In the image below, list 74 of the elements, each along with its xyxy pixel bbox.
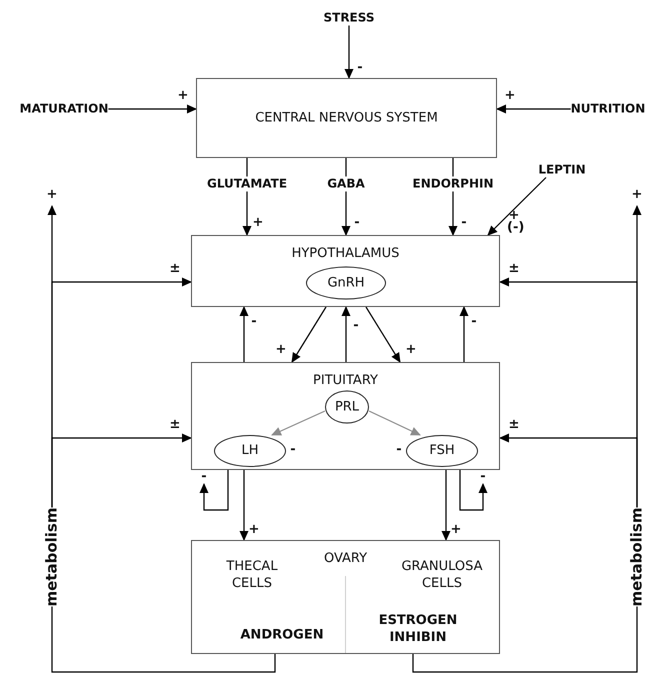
arrow — [459, 470, 488, 511]
arrow — [344, 26, 354, 79]
sign-label: + — [248, 524, 260, 536]
sign-label: - — [289, 444, 297, 456]
sign-label: - — [250, 316, 258, 328]
connector-line — [412, 606, 638, 673]
arrow — [200, 470, 229, 511]
arrow — [271, 410, 326, 436]
arrow — [448, 192, 458, 236]
sign-label: + — [176, 90, 190, 102]
cell-label: THECAL CELLS — [225, 558, 279, 592]
box-title: OVARY — [324, 550, 368, 568]
sign-label: + — [252, 217, 264, 229]
hormone-label: ANDROGEN — [239, 626, 325, 644]
connector-line — [345, 158, 347, 176]
arrow — [242, 192, 252, 236]
hormone-label: ESTROGEN INHIBIN — [378, 612, 458, 646]
factor-label: GABA — [327, 176, 365, 192]
organ-box — [196, 78, 497, 158]
arrow — [342, 306, 350, 362]
arrow — [291, 306, 326, 363]
organ-box — [191, 235, 500, 307]
arrow — [632, 205, 642, 508]
vertical-label: metabolism — [628, 508, 646, 606]
sign-label: ± — [508, 419, 520, 431]
arrow — [487, 177, 546, 236]
hormone-ellipse: LH — [214, 435, 286, 467]
sign-label: ± — [168, 263, 182, 275]
sign-label: + — [504, 90, 516, 102]
sign-label: + — [46, 189, 58, 201]
sign-label: - — [470, 316, 478, 328]
hormone-ellipse: PRL — [325, 390, 369, 424]
connector-line — [452, 158, 454, 176]
connector-line — [246, 158, 248, 176]
sign-label: + (-) — [507, 210, 521, 234]
arrow — [442, 470, 450, 541]
sign-label: - — [395, 444, 403, 456]
arrow — [240, 470, 248, 541]
hormone-ellipse: GnRH — [306, 266, 386, 300]
arrow — [368, 410, 421, 436]
arrow — [48, 205, 56, 508]
arrow — [342, 192, 350, 236]
sign-label: + — [630, 189, 644, 201]
sign-label: - — [356, 62, 364, 74]
factor-label: MATURATION — [20, 102, 108, 116]
factor-label: NUTRITION — [570, 102, 646, 116]
arrow — [460, 306, 468, 362]
hormone-ellipse: FSH — [406, 435, 478, 467]
box-title: PITUITARY — [313, 372, 378, 390]
sign-label: - — [460, 217, 468, 229]
arrow — [240, 306, 248, 362]
sign-label: - — [200, 471, 208, 483]
organ-box — [191, 540, 500, 654]
sign-label: + — [450, 524, 462, 536]
sign-label: + — [404, 344, 418, 356]
sign-label: + — [274, 344, 288, 356]
arrow — [496, 104, 571, 114]
cell-label: GRANULOSA CELLS — [400, 558, 484, 592]
connector-line — [51, 606, 276, 673]
sign-label: - — [352, 320, 360, 332]
arrow — [366, 306, 401, 363]
arrow — [108, 104, 197, 114]
sign-label: ± — [508, 263, 520, 275]
factor-label: GLUTAMATE — [206, 176, 288, 192]
box-title: CENTRAL NERVOUS SYSTEM — [255, 109, 438, 128]
sign-label: - — [479, 471, 487, 483]
sign-label: ± — [168, 419, 182, 431]
vertical-label: metabolism — [44, 508, 60, 606]
sign-label: - — [353, 217, 361, 229]
factor-label: LEPTIN — [538, 162, 586, 178]
organ-box — [191, 362, 500, 470]
factor-label: ENDORPHIN — [412, 176, 494, 192]
factor-label: STRESS — [324, 10, 374, 26]
box-title: HYPOTHALAMUS — [292, 245, 400, 263]
